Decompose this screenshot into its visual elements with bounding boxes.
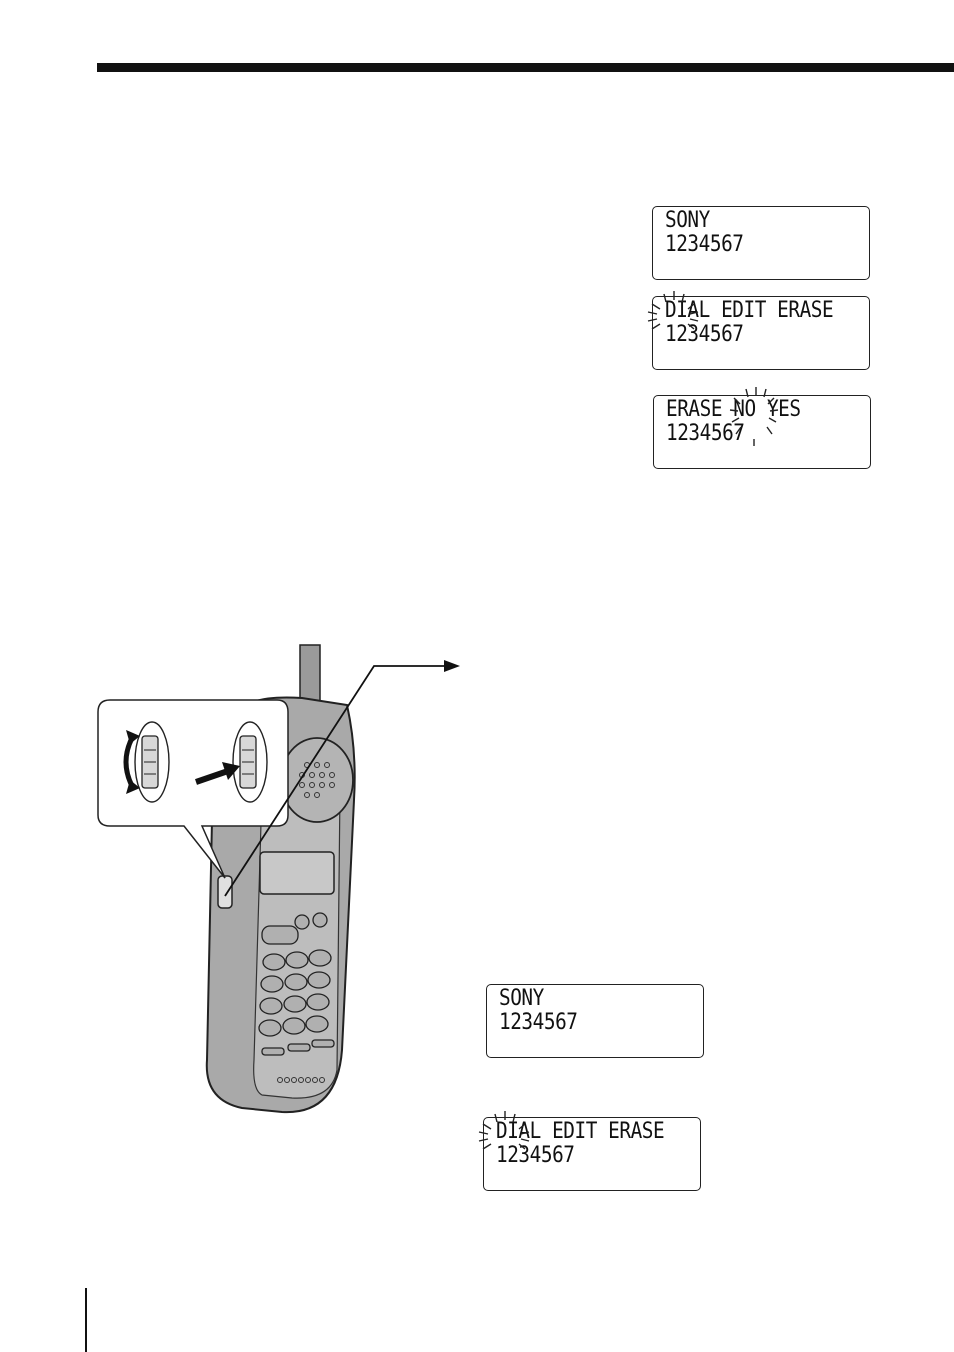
lcd-line-1: SONY	[665, 208, 710, 233]
page-edge-rule	[85, 1288, 87, 1352]
press-arrow-icon	[195, 762, 240, 785]
lcd-line-1: DIAL EDIT ERASE	[496, 1119, 665, 1144]
lcd-display-4: SONY 1234567	[486, 984, 704, 1058]
lcd-display-3: ERASE NO YES 1234567	[653, 395, 871, 469]
lcd-line-1: ERASE NO YES	[666, 397, 801, 422]
lcd-line-1: SONY	[499, 986, 544, 1011]
lcd-line-2: 1234567	[665, 322, 744, 347]
lcd-line-2: 1234567	[499, 1010, 578, 1035]
lcd-display-1: SONY 1234567	[652, 206, 870, 280]
rotate-arrows-icon	[123, 730, 140, 794]
lcd-line-2: 1234567	[666, 421, 745, 446]
handset-screen	[259, 851, 335, 895]
handset-illustration	[97, 644, 460, 1114]
lcd-display-5: DIAL EDIT ERASE 1234567	[483, 1117, 701, 1191]
earpiece	[280, 737, 354, 823]
top-rule	[97, 63, 954, 72]
lcd-line-2: 1234567	[665, 232, 744, 257]
lcd-display-2: DIAL EDIT ERASE 1234567	[652, 296, 870, 370]
lcd-line-2: 1234567	[496, 1143, 575, 1168]
keypad	[258, 912, 335, 1056]
lcd-line-1: DIAL EDIT ERASE	[665, 298, 834, 323]
pointer-line	[224, 665, 444, 897]
jog-dial	[217, 875, 233, 909]
